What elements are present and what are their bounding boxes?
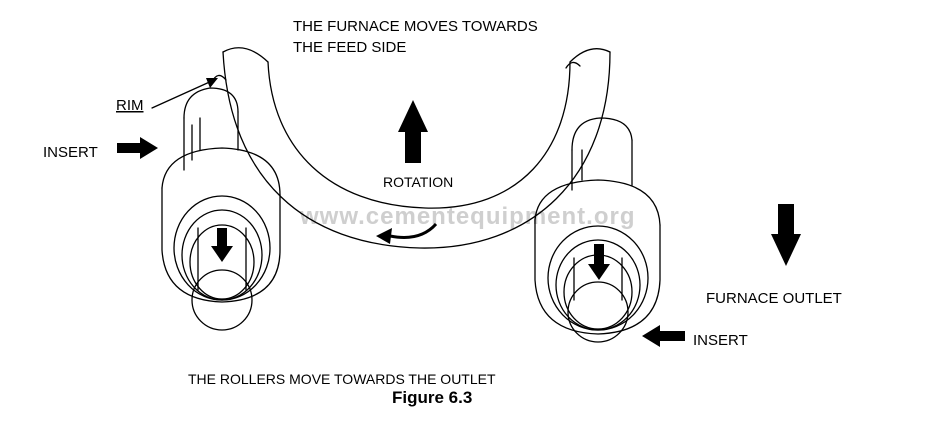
curved-arrow-left-icon	[376, 228, 392, 244]
arrow-right-icon	[117, 137, 158, 159]
furnace-ring	[211, 47, 611, 249]
rim-pointer-arrowhead	[206, 78, 218, 88]
insert-right-label: INSERT	[693, 332, 748, 349]
arrow-up-icon	[398, 100, 428, 163]
furnace-outlet-label: FURNACE OUTLET	[706, 290, 842, 307]
rotation-curve	[389, 222, 438, 239]
furnace-moves-label-line2: THE FEED SIDE	[293, 39, 406, 56]
watermark-text: www.cementequipment.org	[299, 203, 635, 230]
insert-left-label: INSERT	[43, 144, 98, 161]
rollers-move-label: THE ROLLERS MOVE TOWARDS THE OUTLET	[188, 371, 496, 387]
rim-label: RIM	[116, 97, 144, 114]
furnace-moves-label-line1: THE FURNACE MOVES TOWARDS	[293, 18, 538, 35]
rotation-label: ROTATION	[383, 174, 453, 190]
arrow-down-icon	[771, 204, 801, 266]
right-roller	[534, 117, 661, 343]
arrow-down-icon	[588, 244, 610, 280]
left-roller	[161, 87, 281, 331]
figure-caption: Figure 6.3	[392, 388, 472, 407]
rim-pointer-line	[151, 79, 215, 109]
arrow-left-icon	[642, 325, 685, 347]
arrow-down-icon	[211, 228, 233, 262]
